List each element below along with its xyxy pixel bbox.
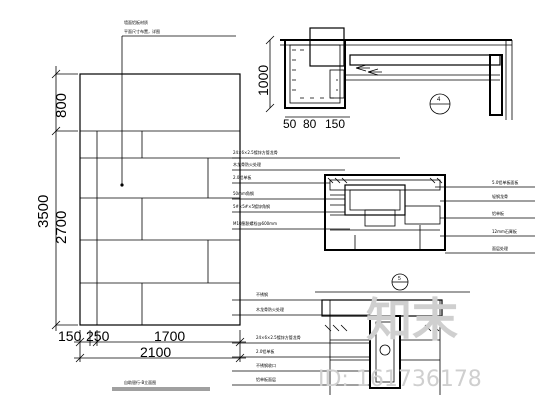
mid-note-1: 24×6×2.5镀锌方管龙骨 [233, 149, 278, 155]
mid-note-11: 面层处理 [492, 245, 508, 251]
mid-note-4: 50mm角钢 [233, 190, 254, 196]
bottom-note-4: 2.0铝单板 [256, 348, 274, 354]
dim-1700: 1700 [154, 328, 185, 344]
dim-250: 250 [86, 328, 110, 344]
bottom-detail: 5 不锈钢 木龙骨防火处理 24×6×2.5镀锌方管龙骨 2.0铝单板 不锈钢收… [232, 273, 470, 395]
top-detail: 4 1000 50 80 150 [255, 27, 513, 131]
watermark: 知末 ID: 161736178 [318, 293, 482, 392]
middle-left-leaders: 24×6×2.5镀锌方管龙骨 木龙骨防火处理 2.0铝单板 50mm角钢 5#×… [232, 149, 400, 230]
mid-note-10: 12mm石膏板 [492, 228, 517, 234]
mid-note-2: 木龙骨防火处理 [233, 161, 261, 167]
bottom-note-3: 24×6×2.5镀锌方管龙骨 [256, 334, 301, 340]
bottom-note-5: 不锈钢收口 [256, 362, 276, 368]
mid-note-6: M10膨胀螺栓@600mm [233, 220, 277, 226]
dim-2100: 2100 [140, 344, 171, 360]
elevation-outline [79, 73, 241, 326]
dim-50: 50 [283, 117, 297, 131]
elevation-callout-2: 平面尺寸布置，详图 [124, 28, 160, 34]
section-mark-5: 5 [398, 276, 401, 282]
bottom-leaders: 不锈钢 木龙骨防火处理 24×6×2.5镀锌方管龙骨 2.0铝单板 不锈钢收口 … [232, 291, 370, 386]
section-mark-4: 4 [437, 97, 441, 103]
dim-800: 800 [53, 93, 70, 118]
dim-3500: 3500 [35, 195, 52, 228]
mid-note-9: 铝单板 [492, 210, 504, 216]
bottom-note-1: 不锈钢 [256, 291, 268, 297]
dim-150b: 150 [325, 117, 345, 131]
elevation-callout-1: 墙面铝板材质 [124, 19, 148, 25]
left-elevation: 墙面铝板材质 平面尺寸布置，详图 3500 800 2700 150 250 1… [35, 19, 246, 391]
mid-note-3: 2.0铝单板 [233, 174, 251, 180]
watermark-brand: 知末 [366, 293, 458, 347]
watermark-id: ID: 161736178 [318, 367, 482, 392]
mid-note-7: 5.0铝单板面板 [492, 179, 518, 185]
middle-detail: 24×6×2.5镀锌方管龙骨 木龙骨防火处理 2.0铝单板 50mm角钢 5#×… [232, 149, 535, 254]
elevation-title: 自助银行-B立面图 [124, 379, 156, 385]
mid-note-8: 轻钢龙骨 [492, 193, 508, 199]
middle-right-leaders: 5.0铝单板面板 轻钢龙骨 铝单板 12mm石膏板 面层处理 [435, 179, 535, 254]
dim-80: 80 [303, 117, 317, 131]
bottom-note-6: 铝单板面层 [256, 376, 276, 382]
dim-1000: 1000 [255, 65, 271, 96]
bottom-note-2: 木龙骨防火处理 [256, 306, 284, 312]
dim-150: 150 [58, 328, 82, 344]
dim-2700: 2700 [53, 211, 70, 244]
mid-note-5: 5#×5#×5镀锌角钢 [233, 203, 270, 209]
